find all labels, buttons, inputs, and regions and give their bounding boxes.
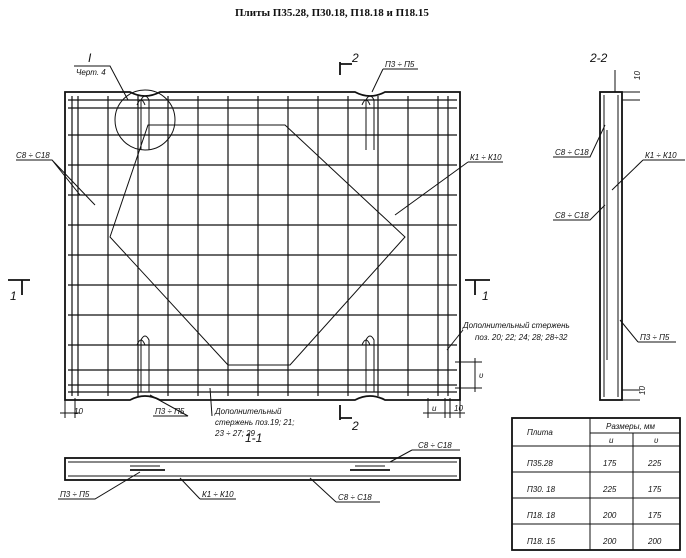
section-2-2-outline (599, 91, 623, 401)
frame-k-outline (109, 124, 406, 366)
lifting-loops (136, 95, 375, 392)
svg-text:П18. 18: П18. 18 (527, 511, 556, 520)
label-c8-c18: С8 ÷ С18 (16, 151, 50, 160)
label-k1-k10-1-1: К1 ÷ К10 (202, 490, 234, 499)
label-c8-c18-mid-2-2: С8 ÷ С18 (555, 211, 589, 220)
label-p3-p5-bottom: П3 ÷ П5 (155, 407, 185, 416)
table-header-u: u (609, 436, 614, 445)
callout-reference: Черт. 4 (76, 68, 106, 77)
section-mark-2-top (339, 62, 352, 75)
svg-text:175: 175 (603, 459, 617, 468)
table-row: П18. 15 200 200 (527, 537, 662, 546)
table-header-v: υ (654, 436, 659, 445)
label-p3-p5-1-1: П3 ÷ П5 (60, 490, 90, 499)
section-label-1-left: 1 (10, 289, 17, 303)
section-mark-1-left (8, 279, 30, 295)
section-mark-1-right (465, 279, 490, 295)
svg-text:225: 225 (602, 485, 617, 494)
reinforcement-grid (68, 96, 457, 396)
dim-10-bottom-2-2: 10 (638, 386, 647, 395)
label-c8-c18-top-2-2: С8 ÷ С18 (555, 148, 589, 157)
drawing-title: Плиты П35.28, П30.18, П18.18 и П18.15 (235, 7, 429, 19)
label-k1-k10-2-2: К1 ÷ К10 (645, 151, 677, 160)
section-1-1-title: 1-1 (245, 431, 262, 445)
section-mark-2-bottom (339, 405, 352, 420)
svg-text:175: 175 (648, 511, 662, 520)
table-row: П35.28 175 225 (527, 459, 662, 468)
label-extra-rod-bottom-2: стержень поз.19; 21; (215, 418, 294, 427)
dim-v: υ (479, 371, 484, 380)
svg-text:225: 225 (647, 459, 662, 468)
svg-text:200: 200 (647, 537, 662, 546)
callout-number: I (88, 51, 92, 65)
section-label-2-bottom: 2 (351, 419, 359, 433)
section-2-2: 2-2 10 С8 ÷ С18 К1 ÷ К10 С8 ÷ С18 П3 ÷ П… (553, 51, 685, 401)
label-c8-c18-top-1-1: С8 ÷ С18 (418, 441, 452, 450)
table-row: П30. 18 225 175 (527, 485, 662, 494)
dim-10-top-2-2: 10 (633, 71, 642, 80)
plan-view: 2 2 1 1 I Черт. 4 П3 ÷ П5 С8 ÷ С18 К1 ÷ … (8, 51, 570, 438)
dim-10-left: 10 (74, 407, 83, 416)
section-1-1-outline (64, 457, 461, 481)
svg-text:П30. 18: П30. 18 (527, 485, 556, 494)
section-label-1-right: 1 (482, 289, 489, 303)
label-c8-c18-bottom-1-1: С8 ÷ С18 (338, 493, 372, 502)
section-1-1: 1-1 С8 ÷ С18 П3 ÷ П5 К1 ÷ К10 С8 ÷ С18 (58, 431, 461, 503)
dim-10-right: 10 (454, 404, 463, 413)
table-header-plate: Плита (527, 428, 553, 437)
table-header-sizes: Размеры, мм (606, 422, 655, 431)
label-extra-rod-bottom-3: 23 ÷ 27; 29 (214, 429, 256, 438)
dim-u: u (432, 404, 437, 413)
label-k1-k10: К1 ÷ К10 (470, 153, 502, 162)
table-row: П18. 18 200 175 (527, 511, 662, 520)
label-p3-p5-top: П3 ÷ П5 (385, 60, 415, 69)
label-extra-rod-right-2: поз. 20; 22; 24; 28; 28÷32 (475, 333, 568, 342)
label-extra-rod-bottom-1: Дополнительный (214, 407, 282, 416)
svg-text:П35.28: П35.28 (527, 459, 553, 468)
svg-text:175: 175 (648, 485, 662, 494)
section-label-2-top: 2 (351, 51, 359, 65)
sizes-table: Плита Размеры, мм u υ П35.28 175 225 П30. … (511, 417, 681, 551)
svg-text:200: 200 (602, 537, 617, 546)
label-extra-rod-right-1: Дополнительный стержень (462, 321, 570, 330)
section-2-2-title: 2-2 (589, 51, 608, 65)
label-p3-p5-2-2: П3 ÷ П5 (640, 333, 670, 342)
detail-callout-circle (114, 89, 176, 151)
svg-text:П18. 15: П18. 15 (527, 537, 556, 546)
plate-outline (64, 91, 461, 401)
svg-text:200: 200 (602, 511, 617, 520)
